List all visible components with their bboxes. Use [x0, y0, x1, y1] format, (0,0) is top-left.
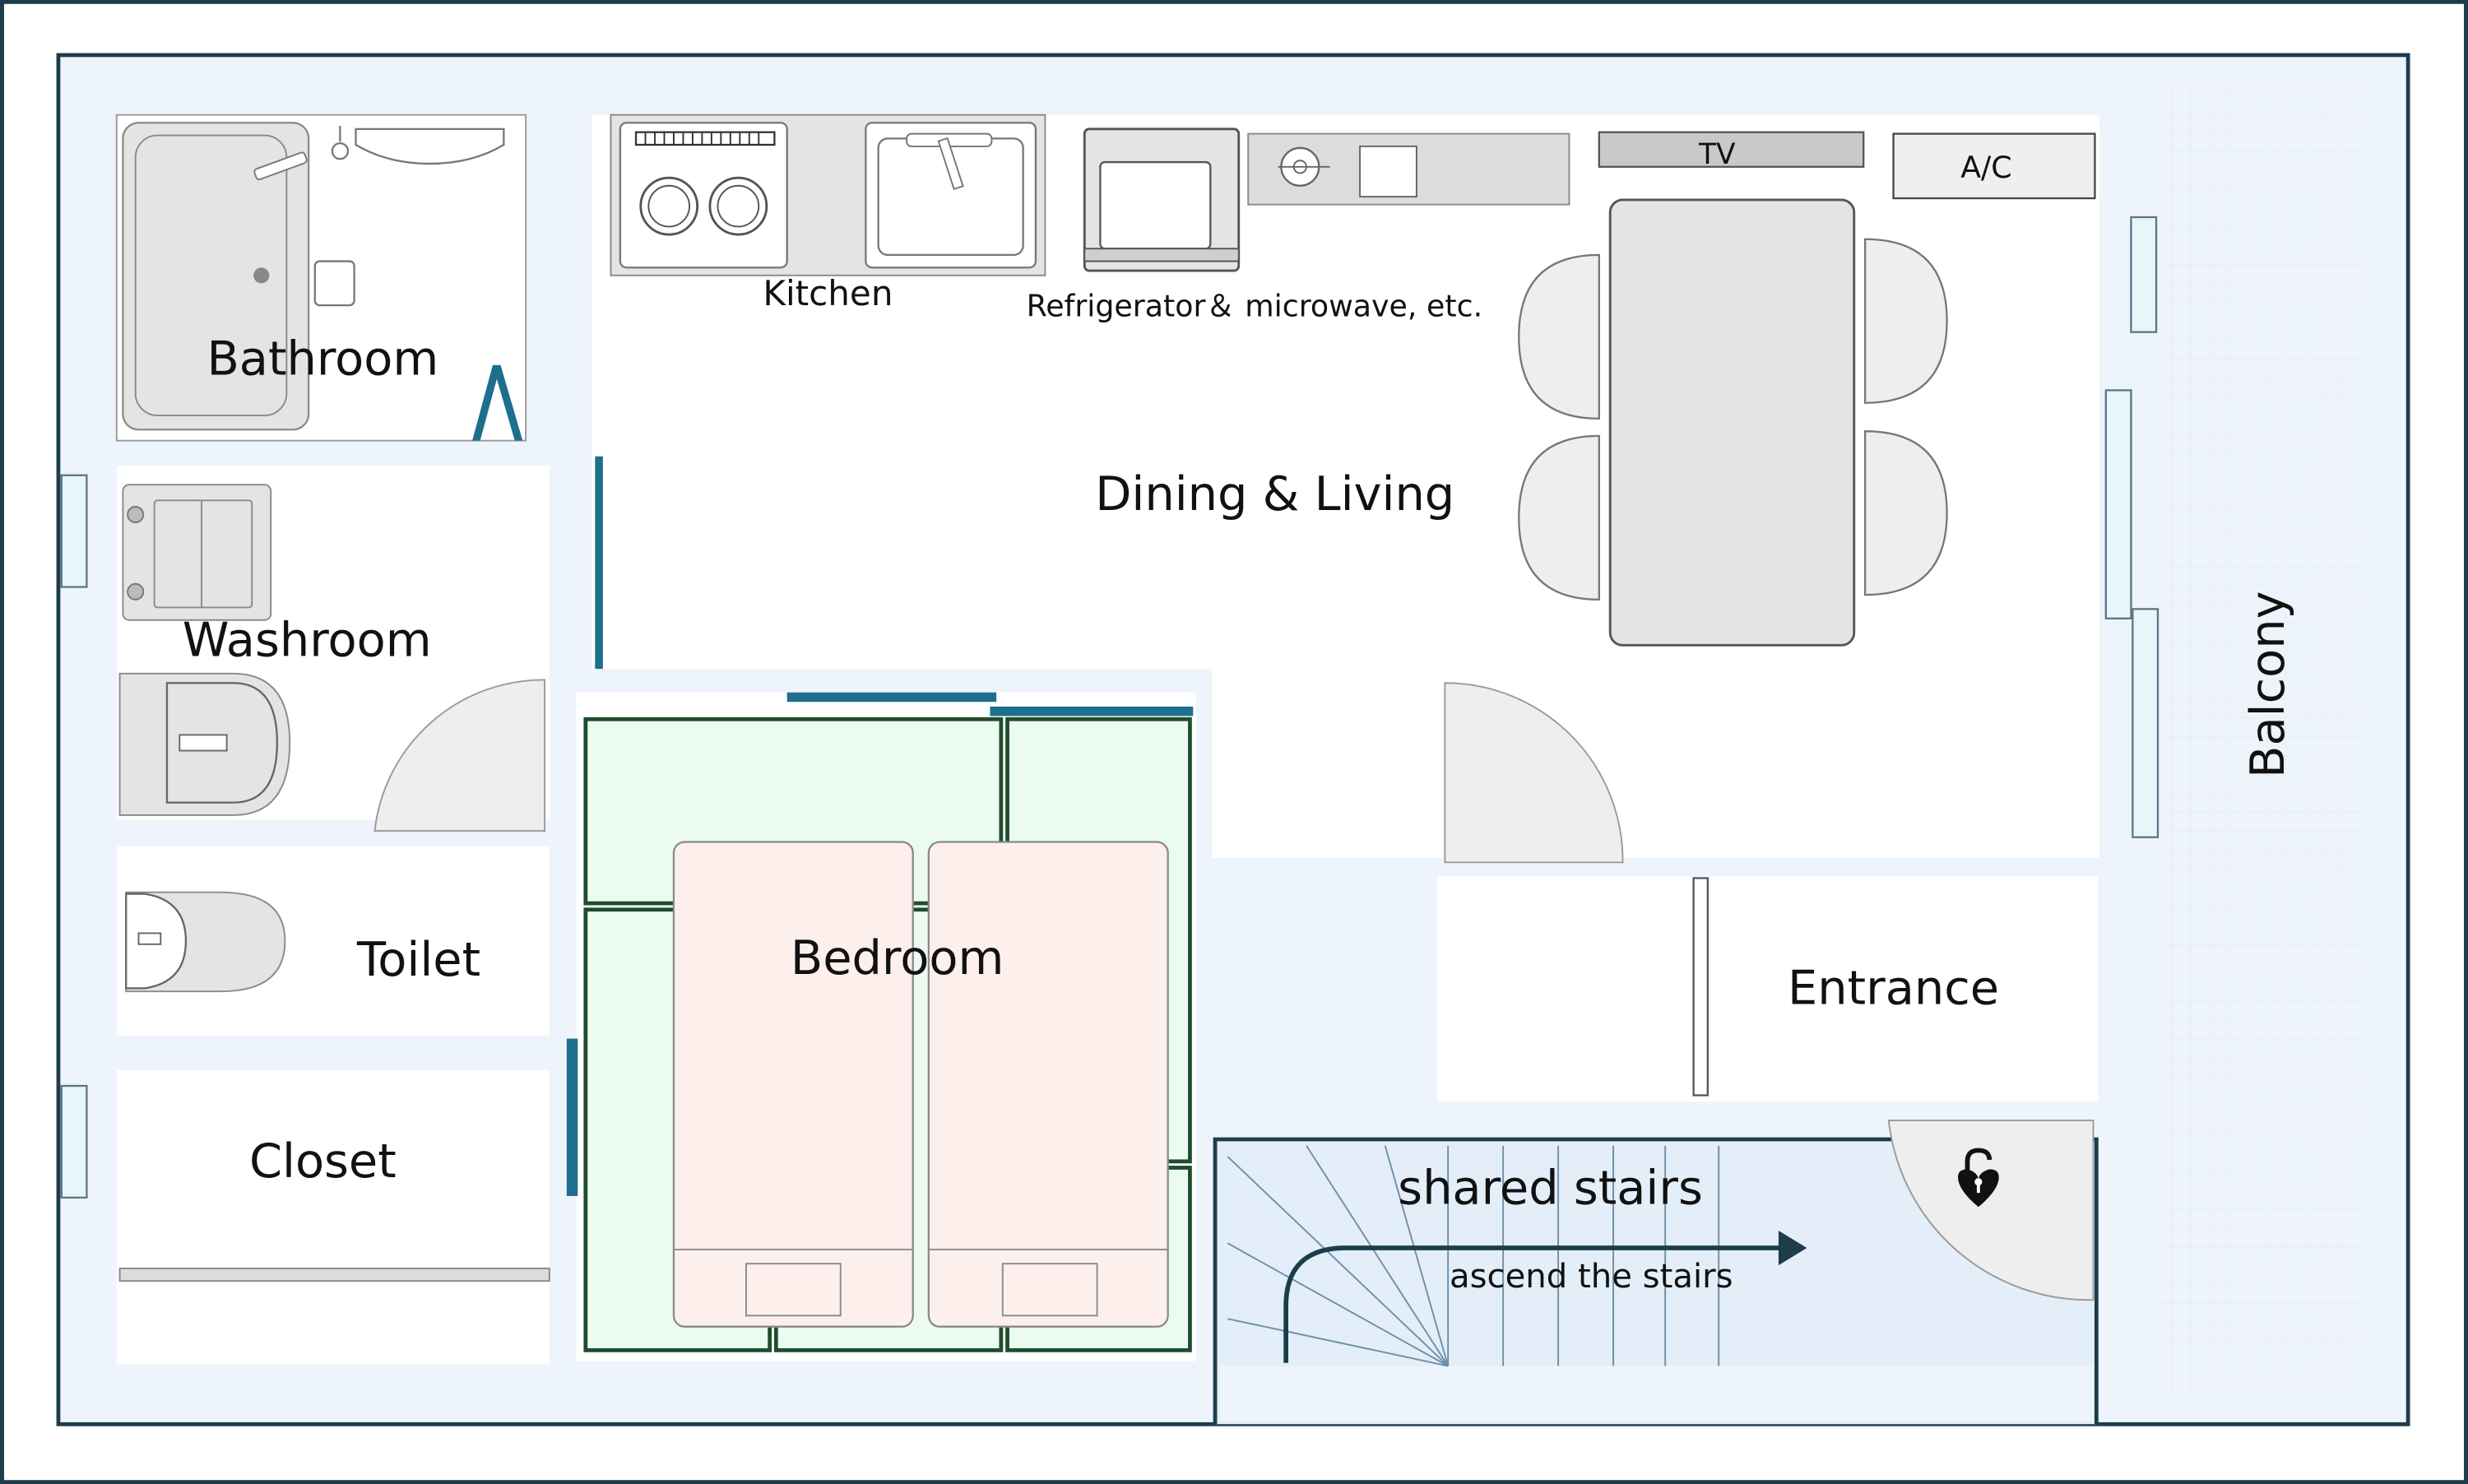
entrance-door-swing — [1887, 1120, 2095, 1301]
window — [60, 1084, 88, 1199]
entrance-label: Entrance — [1788, 961, 1999, 1016]
dining-set — [1518, 198, 1948, 647]
sliding-door — [990, 706, 1194, 716]
bathroom-door — [472, 364, 501, 441]
shared-stairs-label: shared stairs — [1398, 1160, 1703, 1215]
stairs-path — [1283, 1245, 1792, 1363]
window — [60, 474, 88, 588]
tv-label: TV — [1698, 138, 1736, 171]
shoe-rack — [1692, 877, 1709, 1097]
living-door-swing — [1444, 682, 1624, 864]
washroom-door-swing — [373, 679, 546, 832]
sliding-door — [566, 1038, 578, 1196]
closet-shelf — [118, 1267, 550, 1282]
shared-stairs — [1213, 1137, 2099, 1425]
washroom-label: Washroom — [183, 613, 432, 668]
ac-label: A/C — [1960, 150, 2011, 185]
ascend-stairs-label: ascend the stairs — [1450, 1258, 1733, 1296]
balcony-label: Balcony — [2240, 591, 2295, 777]
balcony-area — [2160, 86, 2361, 1394]
toilet-label: Toilet — [356, 932, 480, 987]
appliances-label: Refrigerator＆ microwave, etc. — [1027, 289, 1483, 324]
dining-living-label: Dining & Living — [1095, 466, 1454, 522]
toilet-fixture — [125, 891, 286, 993]
closet-label: Closet — [249, 1134, 397, 1189]
window — [2130, 216, 2158, 333]
arrow-right-icon — [1778, 1231, 1807, 1266]
kitchen-label: Kitchen — [763, 273, 893, 313]
refrigerator — [1083, 128, 1241, 272]
sliding-door — [595, 456, 603, 670]
bathroom-vanity — [313, 126, 505, 307]
kitchen-counter — [610, 114, 1046, 276]
washroom-sink — [118, 672, 291, 816]
ac-unit — [1892, 132, 2096, 200]
washing-machine — [122, 484, 272, 621]
sliding-door — [786, 692, 997, 703]
unlocked-padlock-icon — [1958, 1148, 1999, 1208]
tv-unit — [1598, 131, 1865, 168]
window — [2132, 608, 2160, 838]
bedroom-label: Bedroom — [791, 930, 1004, 985]
microwave-counter — [1247, 132, 1570, 206]
window — [2104, 389, 2132, 619]
bathtub — [122, 122, 310, 431]
beds — [672, 841, 1169, 1328]
bathroom-label: Bathroom — [206, 331, 438, 386]
